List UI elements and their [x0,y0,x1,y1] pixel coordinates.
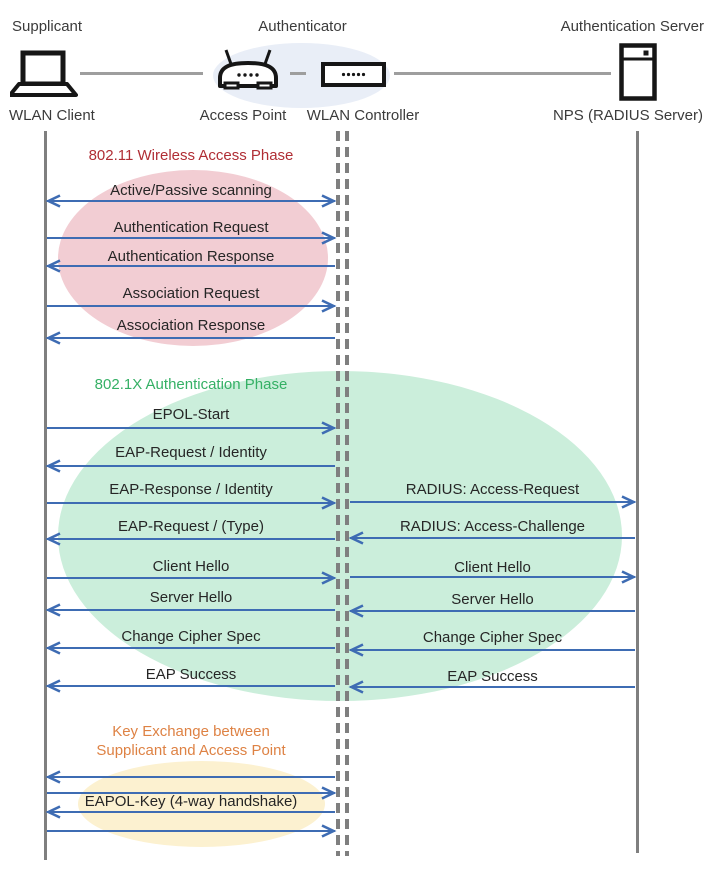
lifeline-nps-server [636,131,639,853]
message-arrow-left [348,680,635,694]
lifeline-wlan-controller-right [345,131,349,856]
message-label: Server Hello [451,591,534,608]
message-arrow-right [350,495,637,509]
message-arrow-left [45,603,335,617]
phase-title-8021x-auth: 802.1X Authentication Phase [94,376,288,393]
message-arrow-left [45,679,335,693]
phase-title-80211-wireless: 802.11 Wireless Access Phase [88,147,294,164]
node-label-access-point: Access Point [199,107,287,124]
message-label: EPOL-Start [152,406,230,423]
message-label: Client Hello [454,559,531,576]
message-arrow-left [45,770,335,784]
lifeline-wlan-controller-left [336,131,340,856]
message-arrow-left [348,531,635,545]
message-arrow-right [47,421,337,435]
access-point-icon [218,49,278,90]
message-arrow-right [47,786,337,800]
node-label-wlan-controller: WLAN Controller [306,107,420,124]
server-icon [619,43,657,101]
connector-controller-server [394,72,611,75]
message-label: Association Response [116,317,266,334]
message-arrow-left [45,459,335,473]
message-arrow-left [45,641,335,655]
message-arrow-right [350,570,637,584]
role-label-authenticator: Authenticator [258,18,347,35]
wlan-controller-icon [321,62,386,87]
message-label: EAPOL-Key (4-way handshake) [84,793,298,810]
message-arrow-left [45,259,335,273]
message-arrow-left [348,643,635,657]
message-arrow-left [45,532,335,546]
message-label: EAP-Response / Identity [109,481,273,498]
message-label: Authentication Request [113,219,269,236]
message-label: RADIUS: Access-Challenge [399,518,586,535]
phase-ellipse-8021x-auth [58,371,622,701]
laptop-icon [10,50,78,97]
message-arrow-right [47,824,337,838]
phase-ellipse-key-exchange [78,761,325,847]
message-label: Active/Passive scanning [110,182,272,199]
connector-ap-controller [290,72,306,75]
message-label: EAP-Request / Identity [115,444,267,461]
message-arrow-both [45,194,337,208]
message-arrow-left [45,805,335,819]
message-label: EAP-Request / (Type) [118,518,264,535]
message-label: EAP Success [145,666,237,683]
role-label-authentication-server: Authentication Server [560,18,704,35]
message-arrow-left [348,604,635,618]
connector-client-ap [80,72,203,75]
message-label: Change Cipher Spec [422,629,563,646]
lifeline-wlan-client [44,131,47,860]
message-label: Client Hello [152,558,230,575]
message-arrow-left [45,331,335,345]
message-label: EAP Success [447,668,538,685]
node-label-nps-radius-server: NPS (RADIUS Server) [552,107,703,124]
message-arrow-right [47,496,337,510]
message-label: RADIUS: Access-Request [405,481,580,498]
message-label: Association Request [122,285,260,302]
phase-title-key-exchange: Key Exchange between Supplicant and Acce… [96,723,286,759]
message-label: Authentication Response [107,248,275,265]
message-label: Change Cipher Spec [121,628,261,645]
message-arrow-right [47,299,337,313]
role-label-supplicant: Supplicant [12,18,83,35]
phase-ellipse-80211-wireless [58,170,328,346]
message-label: Server Hello [149,589,233,606]
node-label-wlan-client: WLAN Client [9,107,95,124]
message-arrow-right [47,571,337,585]
message-arrow-right [47,231,337,245]
